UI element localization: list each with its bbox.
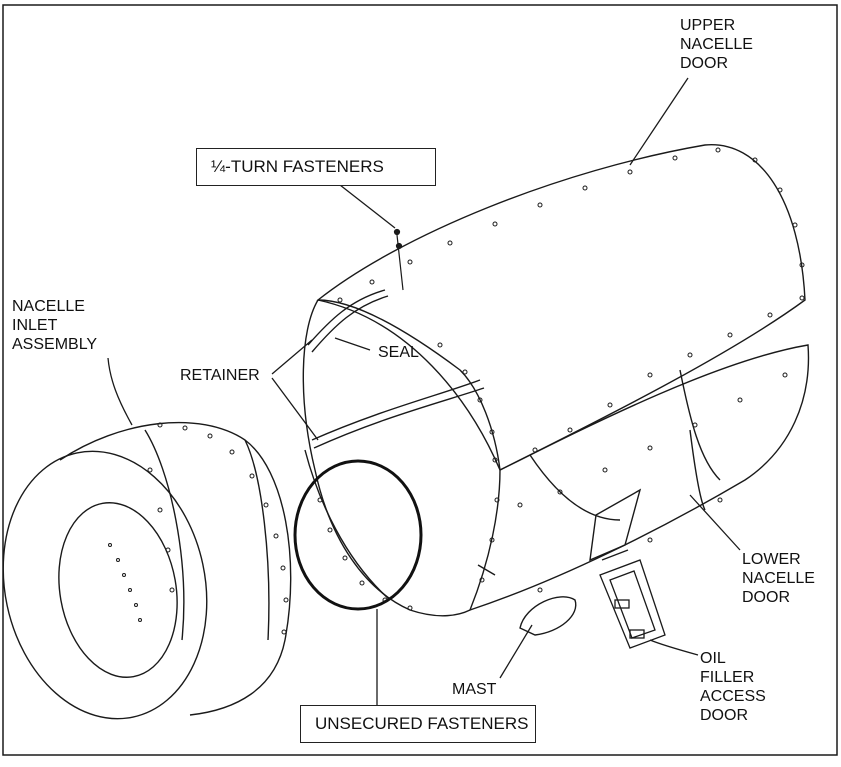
inlet-outer-body [59,421,292,716]
inlet-fasteners [108,422,289,635]
quarter-turn-fastener-hardware [393,228,404,291]
seal-strip-top [307,289,386,346]
seal-strip-lower [311,379,481,441]
oil-filler-opening [589,488,642,562]
inlet-inner-duct [58,502,178,678]
leader-mast [499,624,533,679]
label-upper-nacelle-door: UPPER NACELLE DOOR [680,17,753,72]
label-oil-filler-access-door: OIL FILLER ACCESS DOOR [700,650,766,724]
label-quarter-turn-fasteners: ¼-TURN FASTENERS [196,148,436,186]
inlet-outer-lip [2,450,208,720]
label-unsecured-fasteners: UNSECURED FASTENERS [300,705,536,743]
body-fasteners [317,147,805,611]
oil-filler-access-door-part [599,549,666,649]
leader-lines [107,77,741,706]
label-mast: MAST [452,681,497,698]
leader-retainer-b [271,377,319,441]
mast-part [519,596,577,636]
figure-frame [2,4,838,756]
leader-inlet [107,357,133,426]
label-lower-nacelle-door: LOWER NACELLE DOOR [742,551,815,606]
leader-oil-door [649,639,699,656]
unsecured-fasteners-highlight [293,459,423,611]
label-retainer: RETAINER [180,367,260,384]
upper-door-front-edge [317,299,501,471]
leader-retainer-a [271,339,313,375]
nacelle-body [302,144,810,617]
leader-quarter-turn [339,184,396,229]
label-nacelle-inlet-assembly: NACELLE INLET ASSEMBLY [12,298,98,353]
leader-lower-door [689,494,741,551]
leader-upper-door [629,77,689,166]
lower-door-outline [468,344,810,612]
upper-door-outline [316,144,806,471]
nacelle-front-ring [302,299,471,617]
label-seal: SEAL [378,344,419,361]
nacelle-inlet-assembly [2,421,292,720]
leader-seal [334,337,371,351]
